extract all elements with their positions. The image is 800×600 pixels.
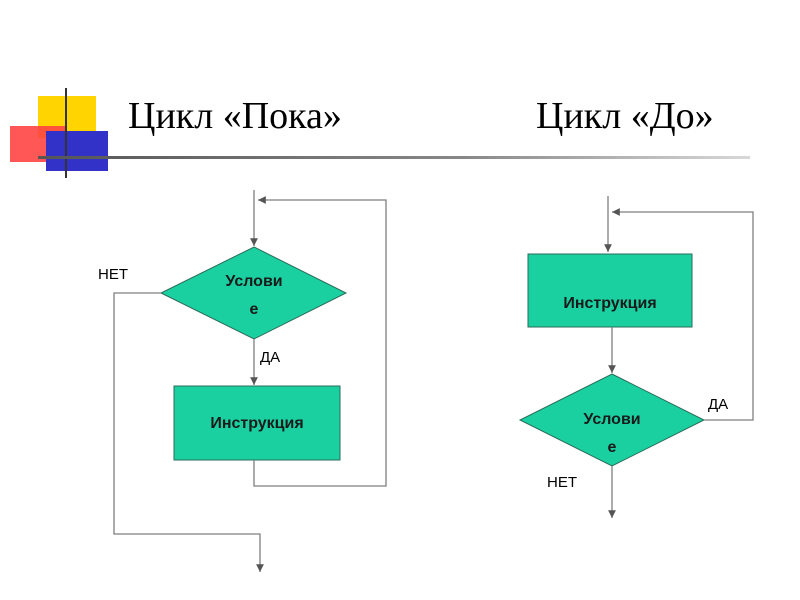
while-instruction-node bbox=[173, 385, 341, 461]
do-no-label: НЕТ bbox=[547, 474, 577, 491]
while-instruction-text: Инструкция bbox=[210, 415, 303, 432]
do-yes-label: ДА bbox=[708, 396, 728, 413]
do-loop-flowchart: Инструкция Услови е ДА НЕТ bbox=[518, 196, 754, 518]
title-underline bbox=[38, 156, 750, 159]
do-instruction-text: Инструкция bbox=[563, 295, 656, 312]
while-loop-flowchart: Услови е ДА Инструкция НЕТ bbox=[98, 190, 387, 572]
logo-blue-square bbox=[46, 131, 108, 171]
do-instruction-node bbox=[527, 253, 693, 328]
while-no-edge bbox=[113, 292, 264, 572]
while-loop-back-edge bbox=[253, 196, 387, 487]
while-no-label: НЕТ bbox=[98, 266, 128, 283]
do-condition-text-2: е bbox=[608, 439, 617, 456]
while-condition-node bbox=[159, 246, 348, 340]
while-yes-label: ДА bbox=[260, 349, 280, 366]
title-do-loop: Цикл «До» bbox=[536, 95, 714, 137]
while-condition-text-2: е bbox=[250, 301, 259, 318]
logo-vertical-line bbox=[65, 88, 67, 178]
do-condition-text-1: Услови bbox=[583, 411, 640, 428]
do-yes-back-edge bbox=[612, 208, 754, 421]
title-while-loop: Цикл «Пока» bbox=[128, 95, 342, 137]
while-condition-text-1: Услови bbox=[225, 273, 282, 290]
